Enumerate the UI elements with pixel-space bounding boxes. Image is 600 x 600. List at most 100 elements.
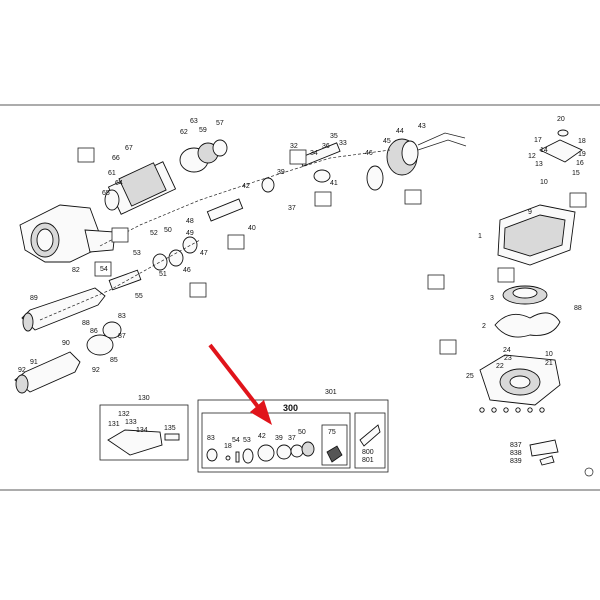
label-48: 48 xyxy=(186,218,194,225)
gearbox-base-part xyxy=(479,354,561,406)
label-88r: 88 xyxy=(574,305,582,312)
seal-83-label: 83 xyxy=(207,435,215,442)
kit-300-label: 300 xyxy=(283,403,298,413)
label-89: 89 xyxy=(30,295,38,302)
seal-37-label: 37 xyxy=(288,435,296,442)
kit-301-label: 301 xyxy=(325,389,337,396)
label-19: 19 xyxy=(578,151,586,158)
seal-18-label: 18 xyxy=(224,443,232,450)
seal-54-label: 54 xyxy=(232,437,240,444)
kit-75-label: 75 xyxy=(328,429,336,436)
kit-837-label: 837 xyxy=(510,442,522,449)
lube-symbol xyxy=(77,147,587,355)
label-21: 21 xyxy=(545,360,553,367)
label-46: 46 xyxy=(183,267,191,274)
label-24: 24 xyxy=(503,347,511,354)
rotor-part xyxy=(104,161,177,215)
label-22: 22 xyxy=(496,363,504,370)
o-ring-part xyxy=(494,312,561,338)
label-2: 2 xyxy=(482,323,486,330)
label-15: 15 xyxy=(572,170,580,177)
label-17: 17 xyxy=(534,137,542,144)
seal-42-label: 42 xyxy=(258,433,266,440)
label-52: 52 xyxy=(150,230,158,237)
cylinder-part xyxy=(206,177,275,222)
label-55: 55 xyxy=(135,293,143,300)
gearbox-housing-part xyxy=(497,204,576,266)
kit-135-label: 135 xyxy=(164,425,176,432)
label-42: 42 xyxy=(242,183,250,190)
label-61: 61 xyxy=(108,170,116,177)
cable-assembly-part xyxy=(366,132,467,191)
label-33: 33 xyxy=(339,140,347,147)
kit-839-label: 839 xyxy=(510,458,522,465)
label-67: 67 xyxy=(125,145,133,152)
label-41: 41 xyxy=(330,180,338,187)
label-62: 62 xyxy=(180,129,188,136)
kit-130-label: 130 xyxy=(138,395,150,402)
chuck-part xyxy=(14,321,122,394)
kit-labels: 130 131 132 133 134 135 301 300 75 800 8… xyxy=(108,389,522,465)
label-23: 23 xyxy=(504,355,512,362)
label-16: 16 xyxy=(576,160,584,167)
label-35: 35 xyxy=(330,133,338,140)
label-40: 40 xyxy=(248,225,256,232)
label-50: 50 xyxy=(164,227,172,234)
label-12: 12 xyxy=(528,153,536,160)
label-1: 1 xyxy=(478,233,482,240)
label-36: 36 xyxy=(322,143,330,150)
label-37: 37 xyxy=(288,205,296,212)
label-92b: 92 xyxy=(92,367,100,374)
kit-838-label: 838 xyxy=(510,450,522,457)
kit-837-accessory xyxy=(529,439,559,466)
label-92: 92 xyxy=(18,367,26,374)
kit-132-label: 132 xyxy=(118,411,130,418)
label-83: 83 xyxy=(118,313,126,320)
label-66: 66 xyxy=(112,155,120,162)
label-34: 34 xyxy=(310,150,318,157)
label-91: 91 xyxy=(30,359,38,366)
label-45: 45 xyxy=(383,138,391,145)
label-9: 9 xyxy=(528,209,532,216)
label-10b: 10 xyxy=(545,351,553,358)
gear-housing-part xyxy=(19,204,116,263)
clutch-part xyxy=(108,236,198,291)
label-47: 47 xyxy=(200,250,208,257)
seal-ring-row xyxy=(206,441,315,464)
explode-axis-line xyxy=(99,149,391,247)
label-32: 32 xyxy=(290,143,298,150)
copyright-mark-icon xyxy=(584,467,594,477)
part-number-labels: 67 66 61 64 65 62 63 59 57 42 3 9 37 40 4… xyxy=(18,116,586,380)
label-3: 3 xyxy=(490,295,494,302)
label-82: 82 xyxy=(72,267,80,274)
kit-301-box xyxy=(197,399,389,473)
label-86: 86 xyxy=(90,328,98,335)
kit-131-label: 131 xyxy=(108,421,120,428)
label-87: 87 xyxy=(118,333,126,340)
kit-133-label: 133 xyxy=(125,419,137,426)
label-18: 18 xyxy=(578,138,586,145)
cover-plate-part xyxy=(538,129,583,163)
label-64: 64 xyxy=(115,180,123,187)
kit-134-label: 134 xyxy=(136,427,148,434)
spindle-part xyxy=(21,287,106,332)
seal-39-label: 39 xyxy=(275,435,283,442)
label-46b: 46 xyxy=(365,150,373,157)
seal-50-label: 50 xyxy=(298,429,306,436)
screw-row xyxy=(479,407,545,413)
label-14: 14 xyxy=(540,147,548,154)
label-49: 49 xyxy=(186,230,194,237)
label-88: 88 xyxy=(82,320,90,327)
label-63: 63 xyxy=(190,118,198,125)
kit-800-label: 800 xyxy=(362,449,374,456)
label-57: 57 xyxy=(216,120,224,127)
label-25: 25 xyxy=(466,373,474,380)
label-20: 20 xyxy=(557,116,565,123)
label-54: 54 xyxy=(100,266,108,273)
label-65: 65 xyxy=(102,190,110,197)
label-85: 85 xyxy=(110,357,118,364)
label-51: 51 xyxy=(159,271,167,278)
label-13: 13 xyxy=(535,161,543,168)
label-59: 59 xyxy=(199,127,207,134)
label-90: 90 xyxy=(62,340,70,347)
